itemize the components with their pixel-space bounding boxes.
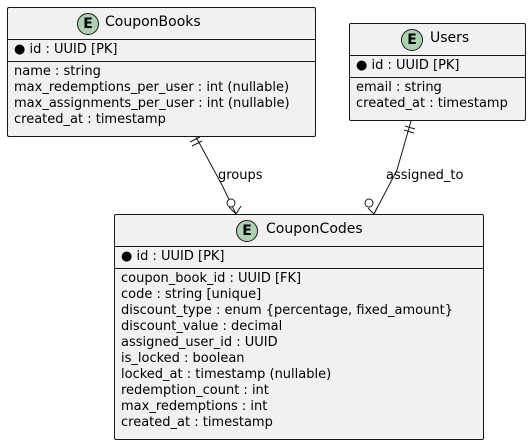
relation-groups-label: groups — [218, 168, 263, 183]
entity-badge-icon: E — [236, 220, 258, 242]
field-row: discount_value : decimal — [121, 319, 283, 334]
relation-assigned-to-label: assigned_to — [386, 168, 464, 183]
entity-title: CouponCodes — [266, 221, 363, 237]
field-row: max_assignments_per_user : int (nullable… — [14, 96, 290, 111]
field-row: max_redemptions_per_user : int (nullable… — [14, 80, 290, 95]
field-row: is_locked : boolean — [121, 351, 245, 366]
relation-assigned-to-line — [364, 120, 416, 215]
field-row: assigned_user_id : UUID — [121, 335, 278, 350]
field-row: email : string — [356, 80, 442, 95]
entity-header: E Users — [350, 24, 525, 55]
entity-title: CouponBooks — [105, 14, 201, 30]
entity-badge-icon: E — [401, 29, 423, 51]
bullet-icon: ● — [121, 249, 137, 264]
key-section: ● id : UUID [PK] — [8, 40, 315, 61]
divider — [8, 61, 315, 62]
field-row: ● id : UUID [PK] — [121, 249, 483, 265]
field-row: discount_type : enum {percentage, fixed_… — [121, 303, 453, 318]
field-row: ● id : UUID [PK] — [356, 58, 525, 74]
entity-title: Users — [430, 30, 470, 46]
field-row: ● id : UUID [PK] — [14, 42, 315, 58]
fields-section: email : string created_at : timestamp — [350, 78, 525, 115]
field-row: created_at : timestamp — [356, 96, 508, 111]
key-section: ● id : UUID [PK] — [350, 56, 525, 77]
relation-groups-line — [189, 136, 242, 215]
divider — [115, 246, 483, 247]
fields-section: name : string max_redemptions_per_user :… — [8, 62, 315, 131]
field-row: redemption_count : int — [121, 383, 269, 398]
field-row: locked_at : timestamp (nullable) — [121, 367, 332, 382]
entity-coupon-codes: E CouponCodes ● id : UUID [PK] coupon_bo… — [114, 214, 484, 440]
divider — [115, 268, 483, 269]
field-text: id : UUID [PK] — [136, 249, 225, 264]
entity-coupon-books: E CouponBooks ● id : UUID [PK] name : st… — [7, 7, 316, 137]
field-row: max_redemptions : int — [121, 399, 268, 414]
field-row: created_at : timestamp — [14, 112, 166, 127]
bullet-icon: ● — [14, 42, 30, 57]
field-row: name : string — [14, 64, 101, 79]
field-row: created_at : timestamp — [121, 415, 273, 430]
field-row: coupon_book_id : UUID [FK] — [121, 271, 302, 286]
entity-header: E CouponBooks — [8, 8, 315, 39]
field-text: id : UUID [PK] — [371, 58, 460, 73]
key-section: ● id : UUID [PK] — [115, 247, 483, 268]
entity-header: E CouponCodes — [115, 215, 483, 246]
field-text: id : UUID [PK] — [29, 42, 118, 57]
entity-users: E Users ● id : UUID [PK] email : string … — [349, 23, 526, 121]
field-row: code : string [unique] — [121, 287, 262, 302]
divider — [350, 77, 525, 78]
divider — [350, 55, 525, 56]
bullet-icon: ● — [356, 58, 372, 73]
divider — [8, 39, 315, 40]
entity-badge-icon: E — [77, 13, 99, 35]
fields-section: coupon_book_id : UUID [FK] code : string… — [115, 269, 483, 434]
